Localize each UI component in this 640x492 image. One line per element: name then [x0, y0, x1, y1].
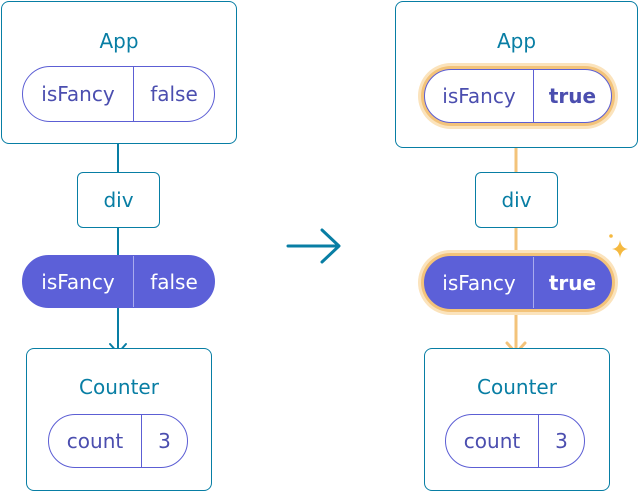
state-key: count: [463, 429, 521, 453]
arrow-right-icon: [286, 228, 341, 264]
left-app-title: App: [99, 29, 139, 53]
left-prop-isfancy: isFancy false: [22, 255, 215, 308]
right-counter-title: Counter: [477, 375, 557, 399]
sparkle-icon: [609, 234, 628, 258]
state-value: false: [133, 67, 214, 121]
prop-key: isFancy: [442, 270, 516, 295]
state-value: 3: [538, 415, 584, 467]
state-key: isFancy: [41, 82, 115, 106]
left-counter-title: Counter: [79, 375, 159, 399]
state-value: 3: [141, 415, 187, 467]
left-div-node: div: [77, 172, 160, 228]
right-app-title: App: [496, 29, 537, 53]
state-key: isFancy: [442, 84, 516, 108]
left-app-state-isfancy: isFancy false: [22, 66, 215, 122]
right-app-state-isfancy: isFancy true: [424, 69, 612, 123]
right-prop-isfancy: isFancy true: [424, 256, 612, 309]
prop-key: isFancy: [41, 269, 115, 294]
state-key: count: [66, 429, 124, 453]
state-value: true: [533, 70, 611, 122]
right-counter-state-count: count 3: [445, 414, 585, 468]
left-counter-state-count: count 3: [48, 414, 188, 468]
prop-value: false: [133, 256, 214, 307]
right-div-node: div: [475, 172, 558, 228]
prop-value: true: [533, 257, 611, 308]
